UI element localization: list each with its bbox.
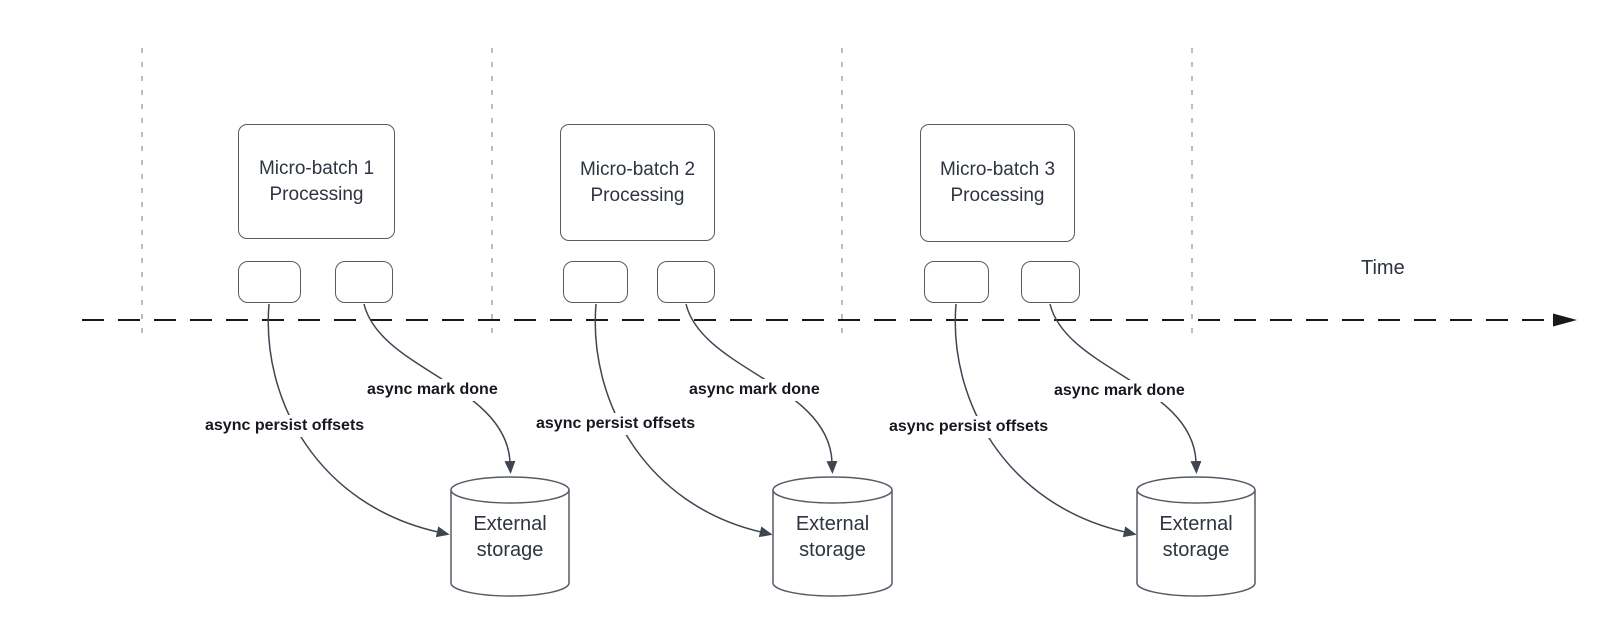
mark-done-arrow-3: [1049, 303, 1202, 474]
persist-offsets-arrow-1: [267, 303, 450, 538]
task-chip-persist-1: [238, 261, 301, 303]
external-storage-cylinder-3: [1136, 476, 1256, 597]
mark-done-label-1: async mark done: [364, 379, 501, 401]
micro-batch-2-title-line2: Processing: [590, 184, 685, 206]
time-axis-label: Time: [1361, 257, 1405, 279]
micro-batch-3-box: Micro-batch 3 Processing: [920, 124, 1075, 242]
external-storage-cylinder-1: [450, 476, 570, 597]
micro-batch-2-box: Micro-batch 2 Processing: [560, 124, 715, 241]
task-chip-mark-2: [657, 261, 715, 303]
external-storage-label-1-line2: storage: [476, 539, 544, 561]
cylinder-body-2: [773, 490, 892, 583]
micro-batch-1-title-line2: Processing: [269, 183, 364, 205]
external-storage-label-3-line2: storage: [1162, 539, 1230, 561]
micro-batch-3-title-line2: Processing: [950, 185, 1045, 206]
task-chip-persist-2: [563, 261, 628, 303]
external-storage-label-2: External storage: [773, 511, 892, 563]
time-axis-arrowhead: [1553, 313, 1577, 327]
external-storage-label-3: External storage: [1137, 511, 1255, 563]
external-storage-label-1-line1: External: [473, 513, 547, 535]
persist-offsets-arrow-3: [954, 303, 1137, 538]
micro-batch-3-title-line1: Micro-batch 3: [939, 159, 1056, 180]
cylinder-top-2: [772, 476, 893, 504]
cylinder-body-3: [1137, 490, 1255, 583]
persist-offsets-arrow-2: [594, 303, 773, 538]
mark-done-label-3: async mark done: [1051, 380, 1188, 402]
external-storage-label-2-line2: storage: [799, 539, 866, 561]
task-chip-mark-1: [335, 261, 393, 303]
external-storage-cylinder-2: [772, 476, 893, 597]
external-storage-label-1: External storage: [451, 511, 569, 563]
cylinder-body-1: [451, 490, 569, 583]
cylinder-top-3: [1136, 476, 1256, 504]
external-storage-label-2-line1: External: [795, 513, 870, 535]
mark-done-arrow-1: [363, 303, 516, 474]
mark-done-arrow-2: [685, 303, 838, 474]
micro-batch-1-title-line1: Micro-batch 1: [258, 157, 375, 179]
micro-batch-2-title-line1: Micro-batch 2: [579, 158, 696, 180]
mark-done-label-2: async mark done: [686, 379, 823, 401]
cylinder-top-1: [450, 476, 570, 504]
persist-offsets-label-3: async persist offsets: [886, 416, 1052, 438]
micro-batch-1-box: Micro-batch 1 Processing: [238, 124, 395, 239]
persist-offsets-label-1: async persist offsets: [202, 415, 368, 437]
persist-offsets-label-2: async persist offsets: [533, 413, 699, 435]
external-storage-label-3-line1: External: [1159, 513, 1233, 535]
task-chip-mark-3: [1021, 261, 1080, 303]
task-chip-persist-3: [924, 261, 989, 303]
